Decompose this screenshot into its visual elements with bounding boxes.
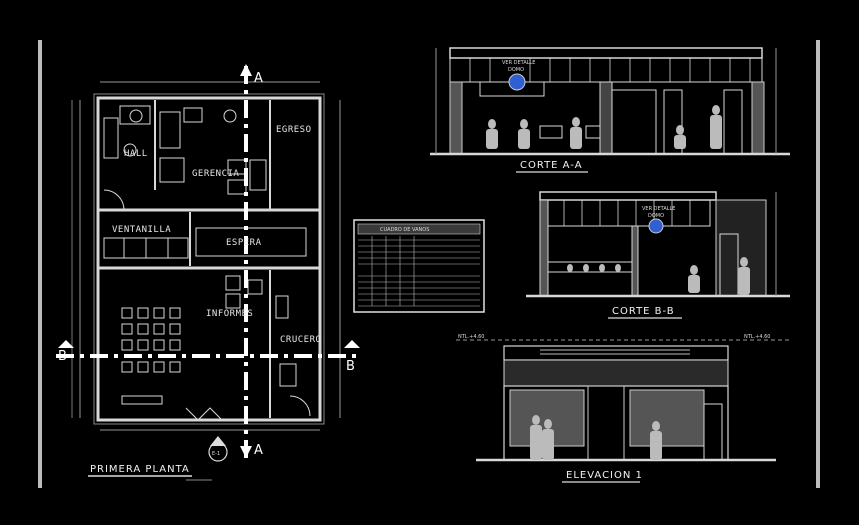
elevation-1: [456, 339, 790, 462]
section-a-label-top: A: [254, 71, 263, 86]
waiting-chairs: [121, 307, 181, 373]
section-a-label-bottom: A: [254, 443, 263, 458]
section-b-label-left: B: [58, 349, 67, 364]
section-bb-note-line1: VER DETALLE: [642, 206, 675, 212]
section-b-arrow-left: [58, 340, 74, 348]
section-aa-note-line2: DOMO: [508, 67, 524, 73]
elevation-title: ELEVACION 1: [566, 470, 643, 481]
section-b-arrow-right: [344, 340, 360, 348]
elevation-marker: E-1: [208, 436, 228, 462]
schedule-table: CUADRO DE VANOS: [353, 219, 485, 313]
room-label-egreso: EGRESO: [276, 125, 312, 135]
section-bb-note-line2: DOMO: [648, 213, 664, 219]
floor-plan: [71, 81, 341, 431]
sheet-border-right: [816, 40, 820, 488]
room-label-crucero: CRUCERO: [280, 335, 321, 345]
room-label-espera: ESPERA: [226, 238, 262, 248]
section-b-label-right: B: [346, 359, 355, 374]
domo-detail-marker-aa: [508, 73, 526, 91]
room-label-gerencia: GERENCIA: [192, 169, 239, 179]
section-a-arrow-bottom: [240, 446, 252, 458]
schedule-title: CUADRO DE VANOS: [380, 227, 429, 233]
domo-detail-marker-bb: [648, 218, 664, 234]
elevation-level-left: NTL.+4.60: [458, 334, 485, 340]
plan-outer-wall: [96, 96, 322, 422]
room-label-hall: HALL: [124, 149, 148, 159]
sheet-border-left: [38, 40, 42, 488]
room-label-ventanilla: VENTANILLA: [112, 225, 171, 235]
section-aa-title: CORTE A-A: [520, 160, 583, 171]
elevation-marker-label: E-1: [212, 451, 220, 457]
plan-title: PRIMERA PLANTA: [90, 464, 190, 475]
section-a-arrow-top: [240, 64, 252, 76]
room-label-informes: INFORMES: [206, 309, 253, 319]
section-bb-title: CORTE B-B: [612, 306, 675, 317]
section-aa-note-line1: VER DETALLE: [502, 60, 535, 66]
elevation-level-right: NTL.+4.60: [744, 334, 771, 340]
section-aa: [430, 47, 790, 156]
